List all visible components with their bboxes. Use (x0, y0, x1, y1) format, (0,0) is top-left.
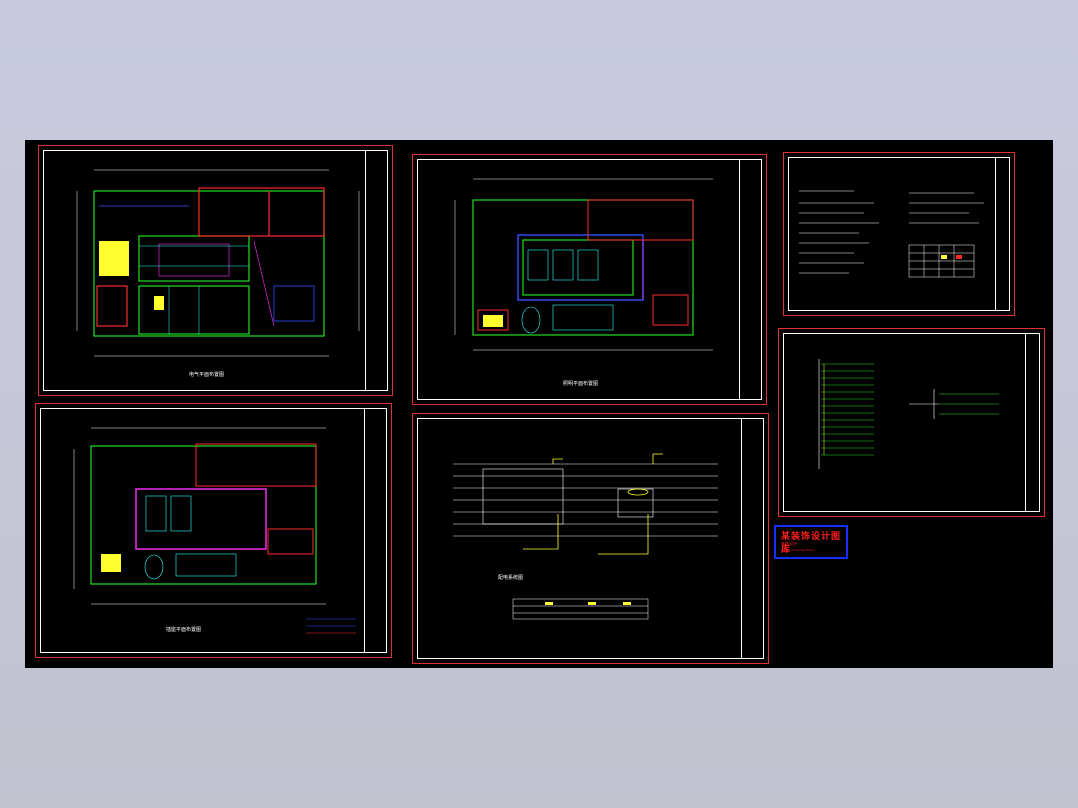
floor-plan-drawing (454, 178, 713, 351)
stamp-subtitle: 装饰设计 (781, 541, 797, 546)
sheet-border (783, 333, 1040, 512)
sheet-border (417, 418, 764, 659)
floor-plan-drawing (73, 427, 356, 634)
diagram-caption: 配电系统图 (498, 575, 524, 581)
title-block (365, 150, 388, 391)
sheet-border (417, 159, 762, 400)
title-block (741, 418, 764, 659)
cad-model-space[interactable]: 电气平面布置图 (25, 140, 1053, 668)
title-block (364, 408, 387, 653)
title-block (1025, 333, 1040, 512)
sheet-border (43, 150, 388, 391)
floor-plan-drawing (76, 169, 360, 357)
sheet-border (788, 157, 1010, 311)
system-diagram (453, 453, 718, 620)
drawing-sheet-3[interactable]: 插座平面布置图 (35, 403, 392, 658)
drawing-sheet-6[interactable] (778, 328, 1045, 517)
panel-diagram (818, 359, 999, 469)
drawing-sheet-4[interactable]: 配电系统图 (412, 413, 769, 664)
drawing-sheet-5[interactable] (783, 152, 1015, 316)
sheet-caption: 电气平面布置图 (189, 372, 225, 378)
library-stamp: 某装饰设计图库 装饰设计 Design drawing library (774, 525, 848, 559)
drawing-sheet-2[interactable]: 照明平面布置图 (412, 154, 767, 405)
sheet-border (40, 408, 387, 653)
title-block (739, 159, 762, 400)
drawing-sheet-1[interactable]: 电气平面布置图 (38, 145, 393, 396)
stamp-title: 某装饰设计图库 (781, 532, 842, 555)
stamp-note: Design drawing library (781, 548, 815, 552)
notes-drawing (799, 190, 984, 278)
sheet-caption: 照明平面布置图 (563, 381, 599, 387)
sheet-caption: 插座平面布置图 (166, 627, 202, 633)
title-block (995, 157, 1010, 311)
